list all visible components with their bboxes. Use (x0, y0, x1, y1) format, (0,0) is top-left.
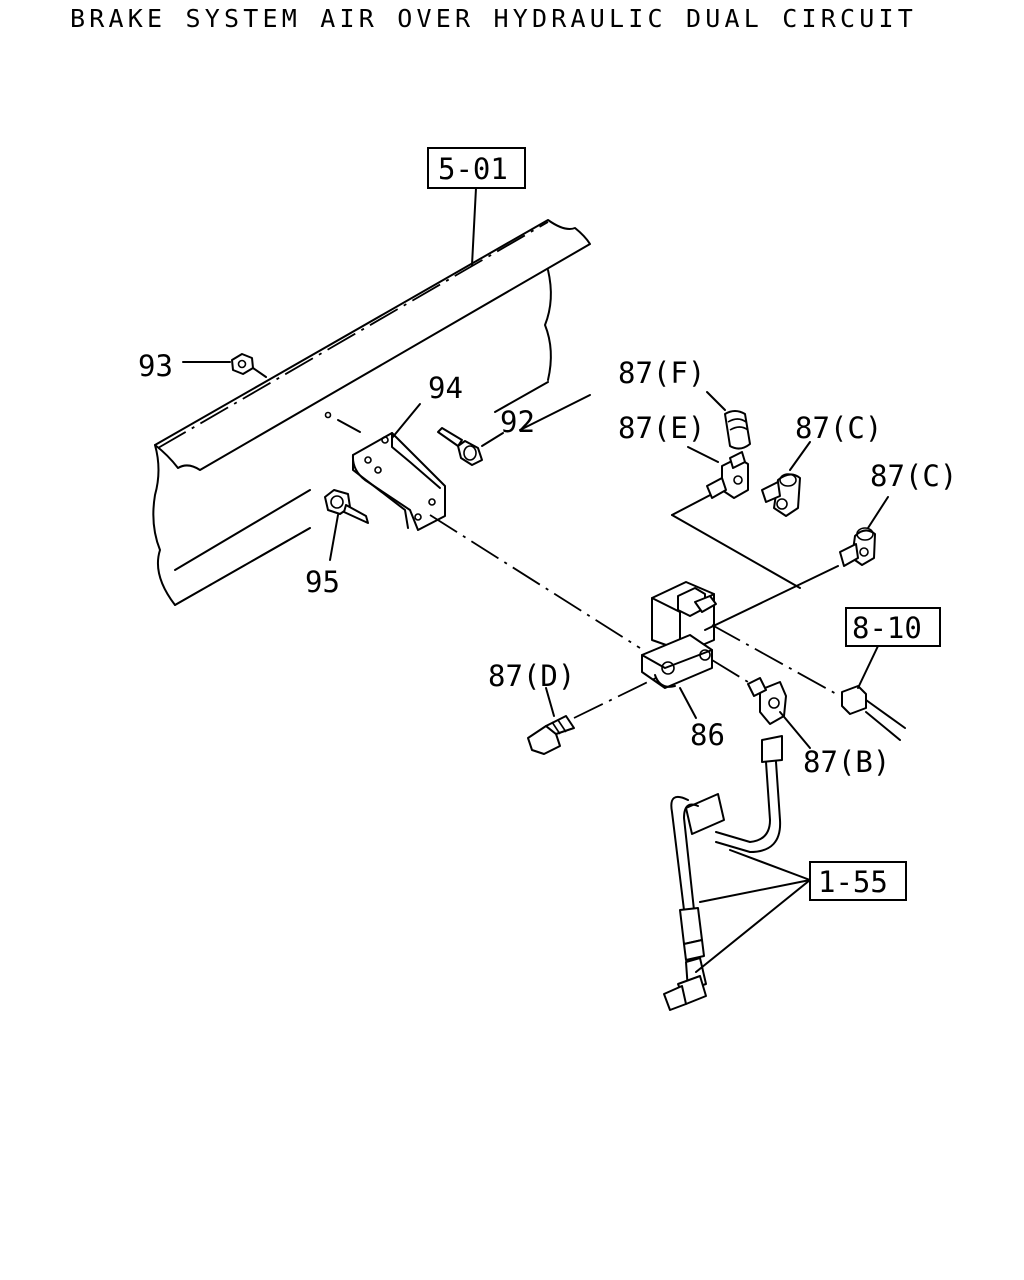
callout-87C-right: 87(C) (870, 459, 957, 493)
hydraulic-line (663, 735, 783, 1011)
sensor-wire (711, 624, 906, 741)
callout-86: 86 (690, 718, 725, 752)
ref-box-8-10[interactable]: 8-10 (845, 607, 941, 647)
bracket-94 (351, 432, 446, 531)
callout-87B: 87(B) (803, 745, 890, 779)
fitting-87C-right (839, 527, 876, 567)
bolt-92 (437, 427, 483, 466)
callout-92: 92 (500, 405, 535, 439)
ref-label-1-55: 1-55 (818, 865, 888, 899)
valve-86 (641, 581, 717, 689)
callout-87C-upper: 87(C) (795, 411, 882, 445)
callout-87E: 87(E) (618, 411, 705, 445)
callout-95: 95 (305, 565, 340, 599)
nut-93 (231, 353, 267, 378)
callout-94: 94 (428, 371, 463, 405)
callout-93: 93 (138, 349, 173, 383)
ref-box-1-55[interactable]: 1-55 (809, 861, 907, 901)
bolt-95 (324, 489, 369, 524)
callout-87D: 87(D) (488, 659, 575, 693)
fitting-87F (724, 410, 751, 450)
page-title: BRAKE SYSTEM AIR OVER HYDRAULIC DUAL CIR… (70, 4, 918, 33)
fitting-87C-upper (761, 473, 801, 517)
callout-87F: 87(F) (618, 356, 705, 390)
fitting-87E (706, 451, 749, 499)
ref-box-5-01[interactable]: 5-01 (427, 147, 526, 189)
frame-rail (152, 219, 591, 606)
ref-label-8-10: 8-10 (852, 611, 922, 645)
fitting-87B (747, 677, 787, 725)
fitting-87D (527, 715, 575, 755)
ref-label-5-01: 5-01 (438, 152, 508, 186)
